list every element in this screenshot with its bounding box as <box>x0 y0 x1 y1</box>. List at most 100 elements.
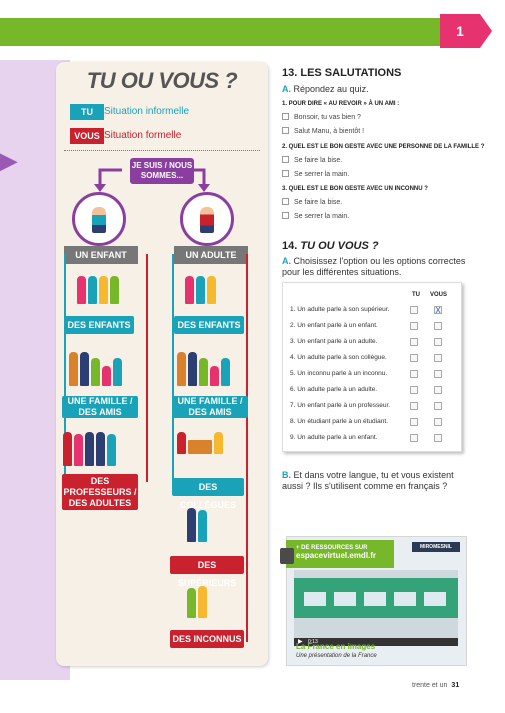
vous-tag: VOUS <box>70 128 104 144</box>
tu-checkbox[interactable] <box>410 402 418 410</box>
family-illustration-2 <box>176 352 231 386</box>
video-controls[interactable]: ▶ 0:13 <box>294 638 458 646</box>
table-row: 5. Un inconnu parle à un inconnu. <box>290 370 460 380</box>
vous-checkbox[interactable] <box>434 418 442 426</box>
child-icon <box>92 207 106 233</box>
vous-checkbox[interactable] <box>434 434 442 442</box>
box-famille-left: UNE FAMILLE / DES AMIS <box>62 396 138 418</box>
quiz-question-2: 2. QUEL EST LE BON GESTE AVEC UNE PERSON… <box>282 144 485 150</box>
quiz-option[interactable]: Se faire la bise. <box>282 156 342 164</box>
pointer-hand-icon <box>280 548 294 564</box>
table-row: 3. Un enfant parle à un adulte. <box>290 338 460 348</box>
children-illustration-2 <box>184 276 217 310</box>
tu-checkbox[interactable] <box>410 370 418 378</box>
ex13-instruction-text: Répondez au quiz. <box>293 84 369 94</box>
tu-checkbox[interactable] <box>410 354 418 362</box>
vous-checkbox[interactable] <box>434 338 442 346</box>
box-enfants-right: DES ENFANTS <box>174 316 244 334</box>
quiz-question-3: 3. QUEL EST LE BON GESTE AVEC UN INCONNU… <box>282 186 428 192</box>
quiz-option[interactable]: Se faire la bise. <box>282 198 342 206</box>
station-sign: MIROMESNIL <box>412 542 460 552</box>
table-row: 9. Un adulte parle à un enfant. <box>290 434 460 444</box>
quiz-option[interactable]: Se serrer la main. <box>282 212 349 220</box>
box-enfants-left: DES ENFANTS <box>64 316 134 334</box>
child-portrait <box>72 192 126 246</box>
tu-checkbox[interactable] <box>410 386 418 394</box>
box-superieurs: DES SUPÉRIEURS <box>170 556 244 588</box>
strangers-illustration <box>186 586 208 620</box>
tu-vous-table <box>282 282 462 452</box>
children-illustration <box>76 276 120 310</box>
checkbox[interactable] <box>282 127 289 134</box>
tu-checkbox[interactable] <box>410 418 418 426</box>
ex14-instruction-a: A. Choisissez l'option ou les options co… <box>282 256 466 277</box>
tu-checkbox[interactable] <box>410 322 418 330</box>
arrow-right-icon: ▶ <box>0 148 17 173</box>
tu-checkbox[interactable] <box>410 434 418 442</box>
col-header-tu: TU <box>412 292 420 298</box>
ex13-letter: A. <box>282 84 291 94</box>
table-row: 6. Un adulte parle à un adulte. <box>290 386 460 396</box>
quiz-question-1: 1. POUR DIRE « AU REVOIR » À UN AMI : <box>282 101 400 107</box>
vous-line-right <box>246 254 248 642</box>
page-number-tab: 1 <box>440 14 480 48</box>
vous-checkbox[interactable]: X <box>434 306 442 315</box>
box-professeurs: DES PROFESSEURS / DES ADULTES <box>62 474 138 510</box>
box-famille-right: UNE FAMILLE / DES AMIS <box>172 396 248 418</box>
top-banner <box>0 18 478 46</box>
adults-illustration <box>62 432 117 466</box>
table-row: 8. Un étudiant parle à un étudiant. <box>290 418 460 428</box>
checkbox[interactable] <box>282 212 289 219</box>
family-illustration <box>68 352 123 386</box>
vous-checkbox[interactable] <box>434 386 442 394</box>
video-subtitle: Une présentation de la France <box>296 653 377 659</box>
tu-line-right <box>172 254 174 484</box>
dotted-divider <box>64 150 260 151</box>
checkbox[interactable] <box>282 170 289 177</box>
vous-checkbox[interactable] <box>434 322 442 330</box>
speech-bubble: JE SUIS / NOUS SOMMES... <box>130 158 194 184</box>
checkbox[interactable] <box>282 198 289 205</box>
play-icon[interactable]: ▶ <box>298 639 303 645</box>
train-image <box>294 578 458 618</box>
table-row: 2. Un enfant parle à un enfant. <box>290 322 460 332</box>
adult-heading: UN ADULTE <box>174 246 248 264</box>
table-row: 4. Un adulte parle à son collègue. <box>290 354 460 364</box>
box-collegues: DES COLLÈGUES <box>172 478 244 510</box>
vous-label: Situation formelle <box>104 130 182 141</box>
vous-line-left <box>146 254 148 482</box>
tu-checkbox[interactable] <box>410 306 418 314</box>
checkbox[interactable] <box>282 113 289 120</box>
tu-label: Situation informelle <box>104 106 190 117</box>
video-time: 0:13 <box>308 639 318 645</box>
quiz-option[interactable]: Bonsoir, tu vas bien ? <box>282 113 361 121</box>
quiz-option[interactable]: Salut Manu, à bientôt ! <box>282 127 364 135</box>
table-row: 1. Un adulte parle à son supérieur.X <box>290 306 442 315</box>
ex14-title: 14. TU OU VOUS ? <box>282 240 379 252</box>
ex13-title: 13. LES SALUTATIONS <box>282 67 402 79</box>
video-title: La France en images <box>296 642 376 651</box>
tu-checkbox[interactable] <box>410 338 418 346</box>
tu-line-left <box>64 254 66 482</box>
adult-portrait <box>180 192 234 246</box>
vous-checkbox[interactable] <box>434 354 442 362</box>
panel-title: TU OU VOUS ? <box>86 68 238 93</box>
vous-checkbox[interactable] <box>434 402 442 410</box>
ex14-instruction-b: B. Et dans votre langue, tu et vous exis… <box>282 470 454 491</box>
resource-url[interactable]: espacevirtuel.emdl.fr <box>296 551 377 560</box>
checkbox[interactable] <box>282 156 289 163</box>
col-header-vous: VOUS <box>430 292 448 298</box>
adult-icon <box>200 207 214 233</box>
box-inconnus: DES INCONNUS <box>170 630 244 648</box>
quiz-option[interactable]: Se serrer la main. <box>282 170 349 178</box>
tu-tag: TU <box>70 104 104 120</box>
video-thumbnail[interactable] <box>294 570 458 638</box>
superiors-illustration <box>186 508 208 542</box>
table-row: 7. Un enfant parle à un professeur. <box>290 402 460 412</box>
vous-checkbox[interactable] <box>434 370 442 378</box>
ex13-instruction: A. Répondez au quiz. <box>282 84 470 95</box>
child-heading: UN ENFANT <box>64 246 138 264</box>
colleagues-illustration <box>176 432 224 466</box>
